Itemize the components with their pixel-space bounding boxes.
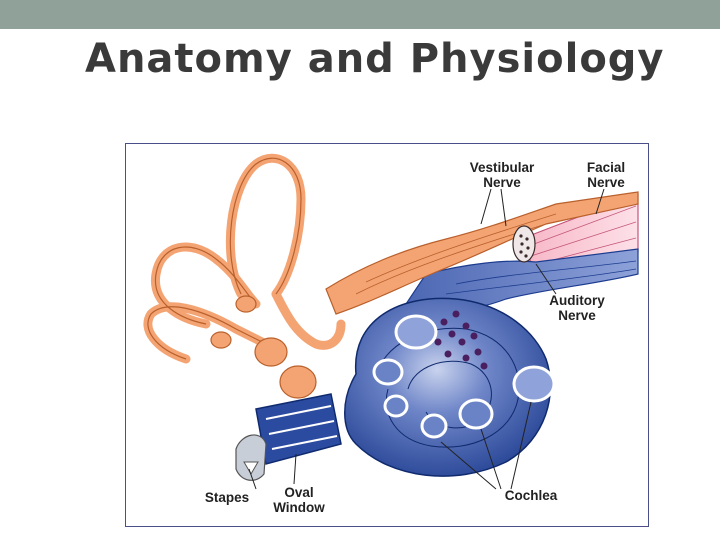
page-title: Anatomy and Physiology: [85, 36, 665, 82]
label-leader-lines: [248, 188, 605, 490]
ganglion-dots: [434, 310, 488, 370]
cochlea-cross-sections: [372, 314, 556, 439]
inner-ear-illustration: [143, 153, 639, 490]
cochlea-shape: [344, 297, 552, 477]
stapes-label: Stapes: [204, 490, 250, 505]
cochlea-label: Cochlea: [504, 488, 558, 503]
nerve-bundle-cross-section: [512, 225, 536, 263]
vestibule-sacs: [210, 295, 317, 399]
oval-window-label: Oval Window: [273, 485, 325, 515]
stapes-shape: [235, 434, 267, 481]
auditory-nerve-label: Auditory Nerve: [549, 293, 605, 323]
vestibular-nerve-shape: [325, 191, 639, 315]
semicircular-canals: [143, 153, 346, 364]
header-bar: [0, 0, 720, 29]
vestibular-nerve-label: Vestibular Nerve: [469, 160, 535, 190]
inner-ear-diagram: Vestibular Nerve Facial Nerve Auditory N…: [125, 143, 649, 527]
facial-nerve-label: Facial Nerve: [586, 160, 626, 190]
